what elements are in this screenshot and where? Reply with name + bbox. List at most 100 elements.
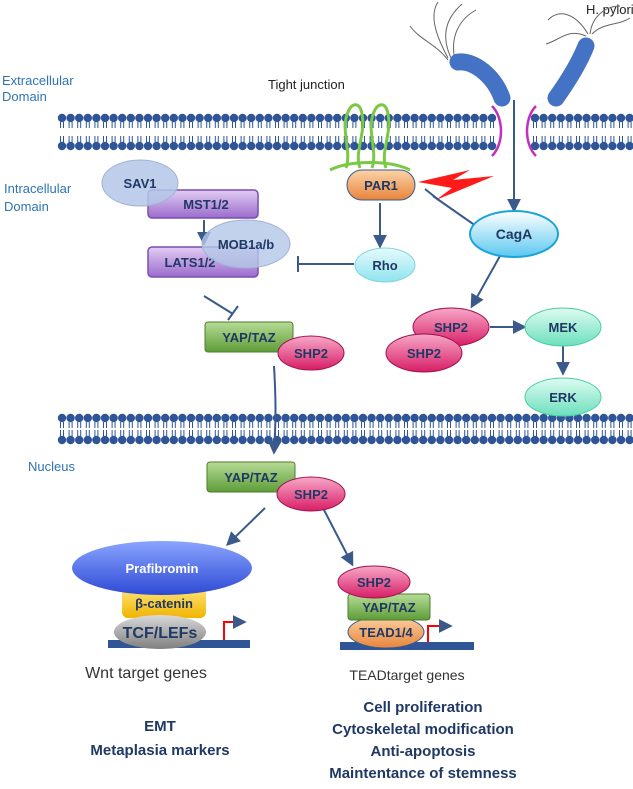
- lipid-head: [238, 141, 247, 151]
- lipid-head: [539, 141, 548, 151]
- lipid-tail: [197, 122, 202, 128]
- lipid-tail: [68, 422, 73, 428]
- lipid-tail: [240, 122, 245, 128]
- lipid-head: [496, 435, 505, 445]
- lipid-tail: [318, 122, 322, 128]
- lipid-head: [66, 413, 75, 423]
- lipid-head: [393, 413, 402, 423]
- lipid-tail: [533, 136, 537, 142]
- lipid-tail: [421, 136, 426, 142]
- lipid-head: [57, 435, 67, 445]
- lipid-tail: [171, 136, 176, 142]
- lipid-head: [419, 435, 428, 445]
- lipid-tail: [275, 122, 279, 128]
- lipid-head: [505, 413, 514, 423]
- lipid-head: [608, 413, 617, 423]
- lipid-tail: [455, 136, 460, 142]
- lipid-head: [573, 435, 583, 445]
- lipid-head: [272, 141, 282, 151]
- lipid-tail: [421, 430, 426, 436]
- lipid-tail: [85, 430, 90, 436]
- lipid-head: [616, 113, 626, 123]
- lipid-tail: [232, 430, 236, 436]
- lipid-head: [315, 413, 325, 423]
- lipid-tail: [171, 122, 176, 128]
- lipid-head: [315, 435, 325, 445]
- lipid-head: [522, 413, 531, 423]
- lipid-head: [462, 141, 471, 151]
- lipid-tail: [154, 422, 159, 428]
- lipid-tail: [137, 430, 142, 436]
- lipid-tail: [68, 136, 73, 142]
- lipid-tail: [240, 422, 245, 428]
- lipid-tail: [524, 422, 529, 428]
- lipid-head: [608, 141, 617, 151]
- lipid-tail: [240, 136, 245, 142]
- rho-label: Rho: [372, 258, 397, 273]
- lipid-head: [143, 413, 153, 423]
- lipid-head: [247, 141, 256, 151]
- lipid-head: [505, 435, 514, 445]
- lipid-tail: [386, 430, 391, 436]
- lipid-head: [436, 435, 445, 445]
- lipid-head: [118, 435, 127, 445]
- lipid-tail: [429, 430, 434, 436]
- lipid-head: [83, 413, 93, 423]
- nuclear-membrane: [57, 413, 633, 445]
- lipid-tail: [421, 422, 426, 428]
- lipid-tail: [593, 136, 598, 142]
- lipid-head: [100, 113, 110, 123]
- shp2-tead-node: [337, 565, 411, 599]
- lipid-tail: [558, 122, 563, 128]
- lipid-head: [487, 141, 497, 151]
- lipid-head: [290, 435, 299, 445]
- inhibit-caga-par1: [432, 195, 477, 227]
- lipid-head: [616, 435, 626, 445]
- lipid-tail: [189, 122, 193, 128]
- lipid-head: [470, 413, 479, 423]
- extracellular-label-line2: Domain: [2, 89, 47, 104]
- tead-target-genes-label: TEADtarget genes: [349, 667, 464, 683]
- lipid-tail: [292, 422, 297, 428]
- lipid-tail: [240, 430, 245, 436]
- lipid-head: [290, 113, 299, 123]
- lipid-head: [599, 413, 608, 423]
- lipid-tail: [257, 136, 262, 142]
- lipid-head: [221, 113, 230, 123]
- lipid-tail: [206, 136, 211, 142]
- lipid-tail: [335, 122, 340, 128]
- lipid-head: [376, 141, 385, 151]
- lipid-tail: [404, 122, 408, 128]
- lipid-tail: [541, 122, 546, 128]
- lipid-tail: [438, 122, 443, 128]
- lipid-tail: [550, 430, 555, 436]
- lipid-head: [376, 113, 385, 123]
- lipid-head: [118, 413, 127, 423]
- lipid-tail: [567, 136, 572, 142]
- lipid-tail: [189, 136, 193, 142]
- lipid-head: [221, 141, 230, 151]
- lipid-tail: [111, 422, 116, 428]
- lipid-tail: [550, 136, 555, 142]
- lipid-tail: [343, 430, 348, 436]
- lipid-tail: [111, 136, 116, 142]
- mob1ab-node: [201, 219, 291, 269]
- lipid-head: [178, 435, 187, 445]
- lipid-tail: [154, 122, 159, 128]
- lipid-tail: [335, 422, 340, 428]
- lipid-head: [161, 141, 170, 151]
- wnt-target-genes-label: Wnt target genes: [85, 665, 207, 682]
- lipid-head: [582, 141, 591, 151]
- lipid-head: [479, 435, 488, 445]
- lipid-head: [255, 113, 264, 123]
- lipid-tail: [550, 422, 555, 428]
- lipid-tail: [120, 136, 125, 142]
- lipid-tail: [300, 422, 305, 428]
- lipid-head: [487, 113, 497, 123]
- lipid-tail: [206, 430, 211, 436]
- lipid-tail: [404, 422, 408, 428]
- lipid-tail: [60, 122, 64, 128]
- lipid-head: [272, 413, 282, 423]
- lipid-head: [453, 413, 462, 423]
- lipid-head: [178, 413, 187, 423]
